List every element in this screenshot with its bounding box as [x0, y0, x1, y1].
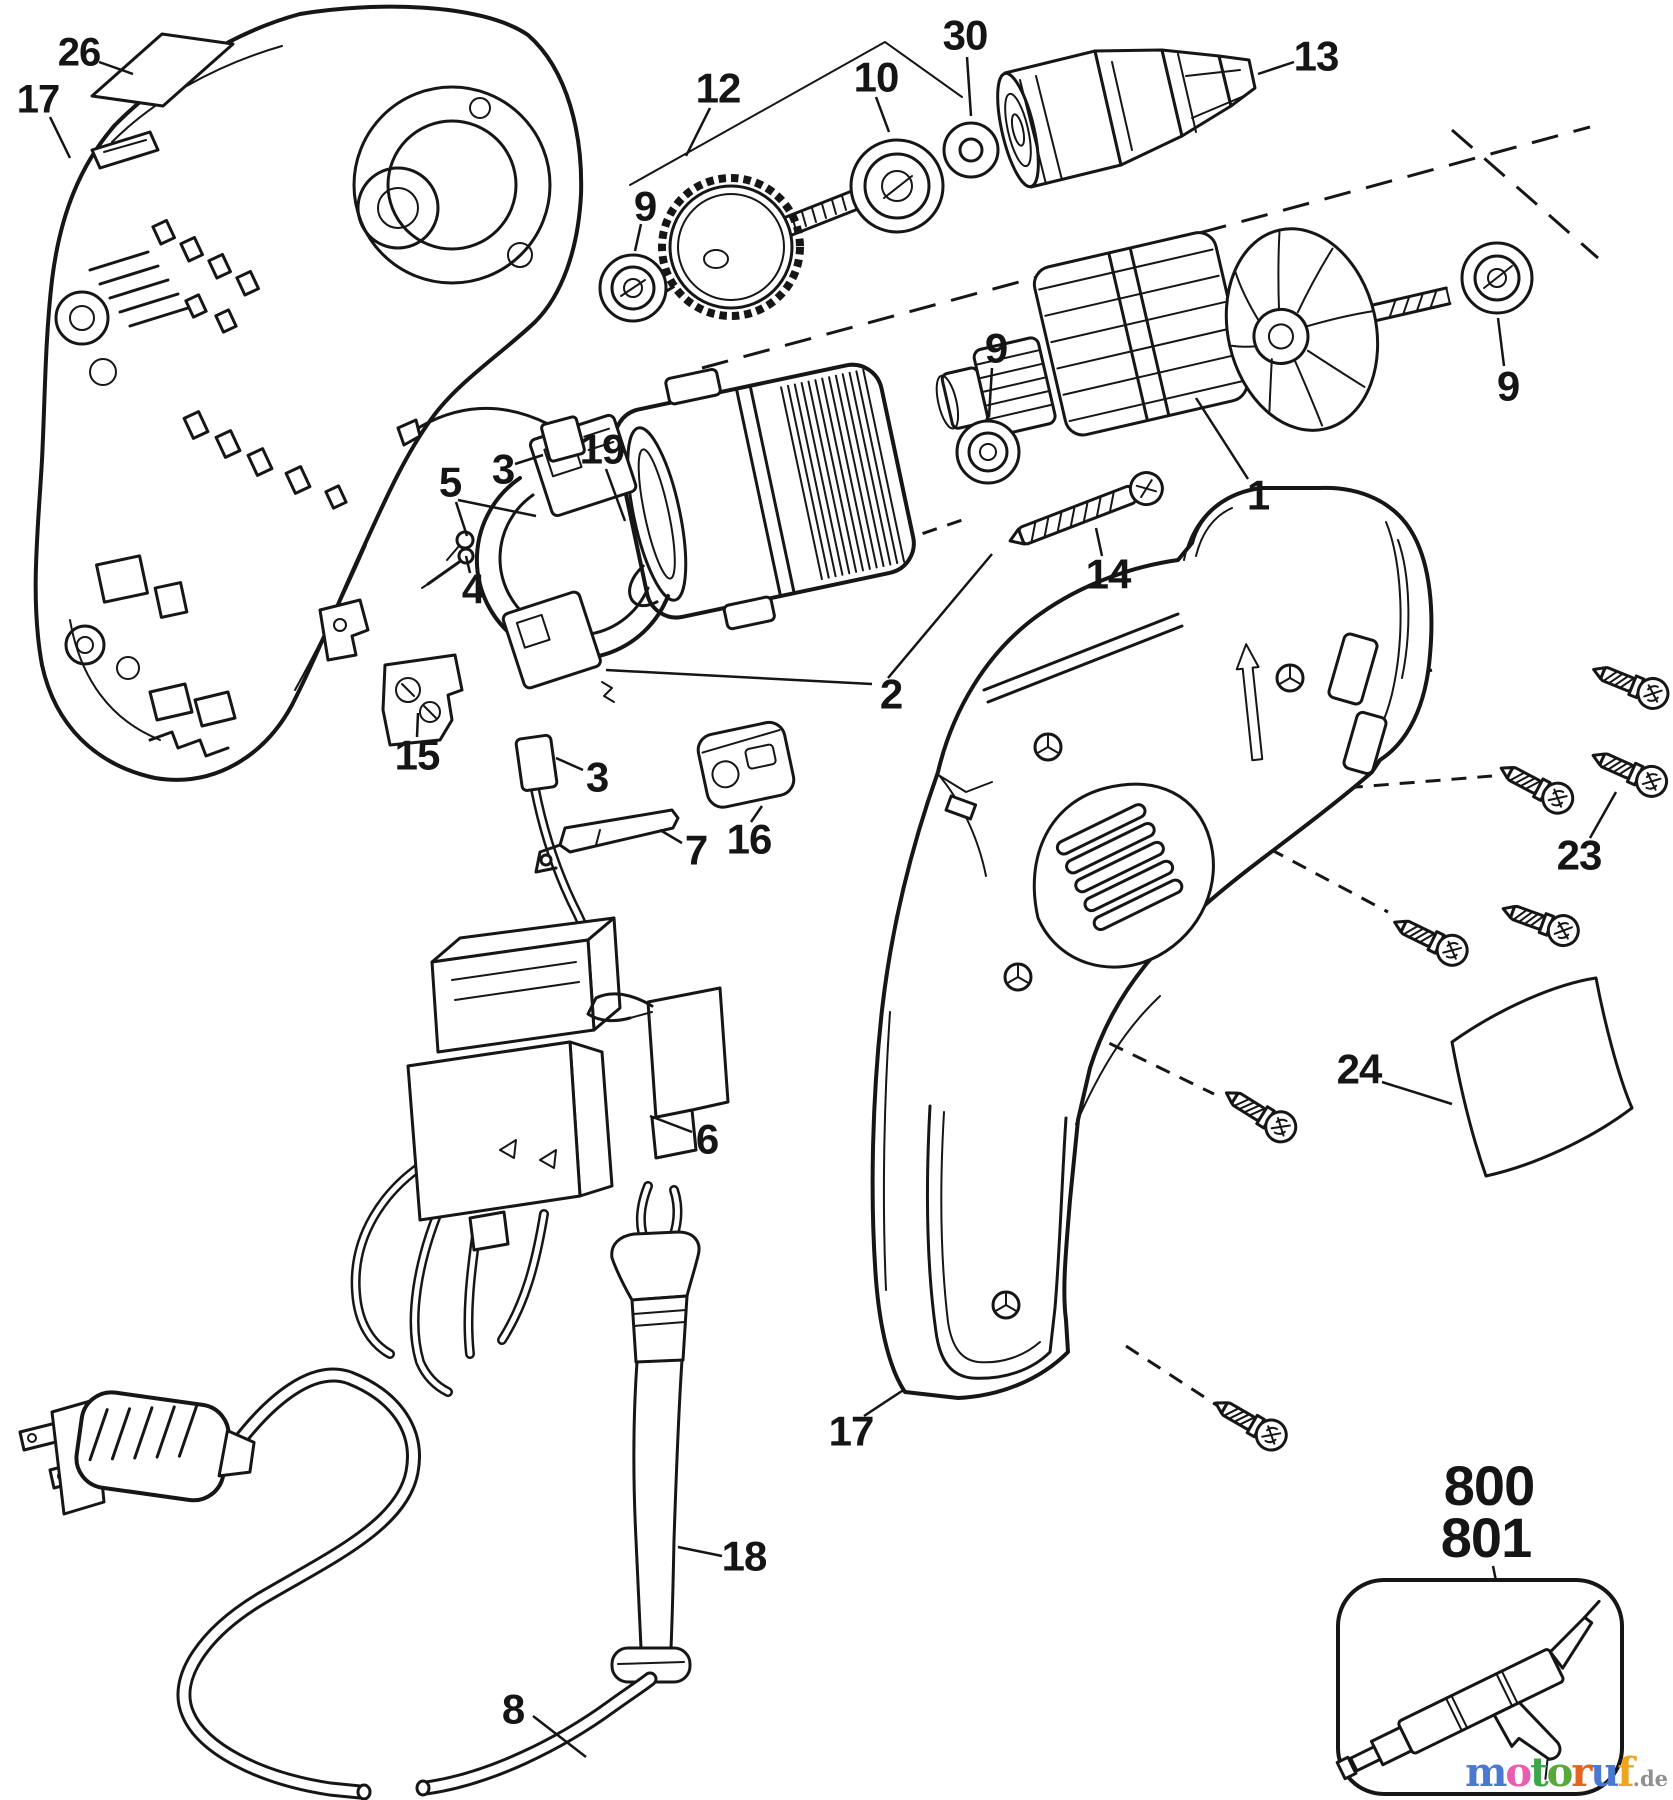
cord-protector-18 — [610, 1181, 701, 1684]
power-plug — [18, 1390, 256, 1516]
trigger-lever-7 — [534, 808, 680, 874]
suppressor-3-upper — [396, 406, 586, 463]
nameplate-24 — [1450, 976, 1634, 1178]
nameplate-26 — [90, 32, 235, 108]
spindle-gear-12 — [636, 174, 883, 320]
maintenance-kit-inset — [1335, 1578, 1624, 1796]
housing-vents — [88, 250, 190, 328]
gearcase-boss — [352, 85, 552, 285]
housing-posts — [151, 218, 348, 510]
trigger-plate — [646, 986, 730, 1120]
watermark-motoruf: motoruf.de — [1465, 1749, 1668, 1796]
vent-panel — [1032, 782, 1215, 969]
washer-30 — [942, 121, 1000, 179]
molded-arrow — [1235, 643, 1264, 762]
lever-4 — [421, 547, 475, 589]
left-housing-half — [33, 4, 584, 782]
lock-button-16 — [696, 720, 796, 809]
bearing-9-mid — [955, 419, 1021, 485]
armature-1 — [935, 227, 1452, 437]
armature-fan — [1224, 227, 1452, 432]
callout-leader-lines — [48, 56, 1618, 1758]
chuck-13 — [996, 48, 1257, 189]
power-cord-8 — [176, 1367, 658, 1800]
terminal-15 — [318, 598, 464, 747]
bearing-9-right — [1460, 241, 1534, 315]
bearing-9-left — [598, 253, 668, 323]
bearing-10 — [849, 138, 945, 234]
screw-14 — [1008, 471, 1164, 546]
grease-gun-icon — [1335, 1599, 1601, 1781]
vent-louvers — [1055, 803, 1184, 931]
right-housing-half-17 — [870, 485, 1434, 1400]
